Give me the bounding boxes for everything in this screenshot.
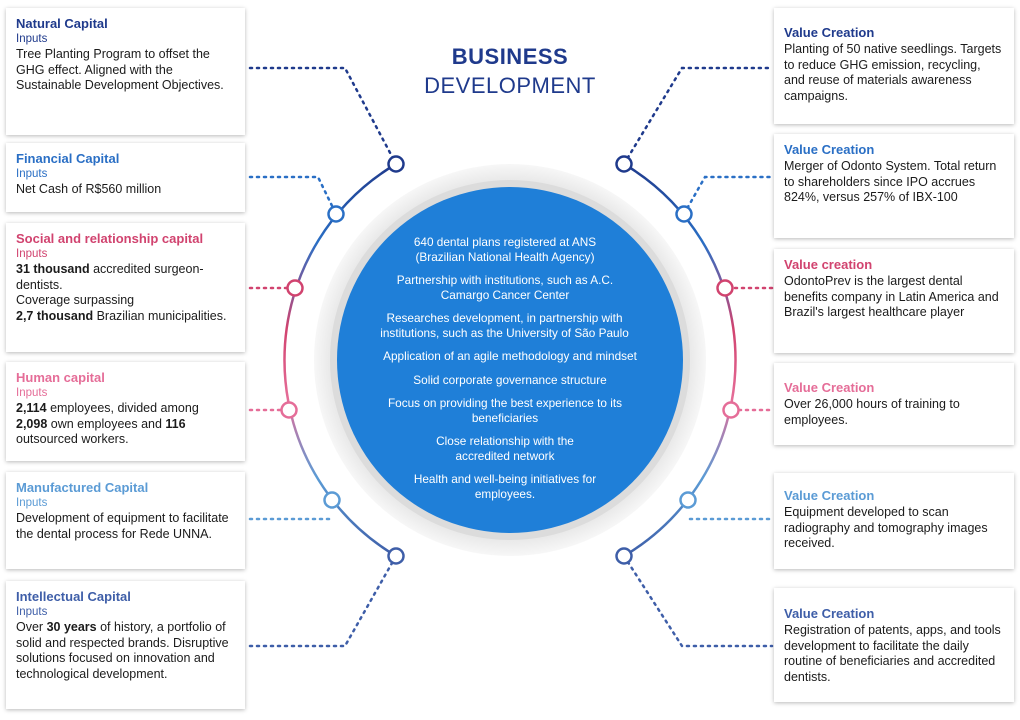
emphasis-text: 31 thousand [16,262,90,276]
emphasis-text: 2,7 thousand [16,308,94,323]
body-text: accredited surgeon-dentists. [16,262,204,292]
card-title: Intellectual Capital [16,589,131,604]
center-item: Close relationship with the accredited n… [436,434,574,463]
body-text: of history, a portfolio of solid and res… [16,620,229,681]
output-card-5: Value Creation Equipment developed to sc… [774,473,1014,569]
connector-natural [248,66,398,166]
card-title: Value Creation [784,25,875,40]
card-body: Equipment developed to scan radiography … [784,505,988,550]
body-text: Coverage surpassing [16,293,135,307]
connector-out-1 [622,66,774,166]
output-card-6: Value Creation Registration of patents, … [774,588,1014,702]
body-text: own employees and [47,416,166,431]
emphasis-text: 116 [165,416,186,431]
connector-out-2 [682,175,774,216]
body-text: Over [16,620,47,634]
card-subtitle: Inputs [16,497,48,509]
center-item: Partnership with institutions, such as A… [396,273,614,302]
center-item: Researches development, in partnership w… [380,311,629,340]
output-card-2: Value Creation Merger of Odonto System. … [774,134,1014,238]
output-card-3: Value creation OdontoPrev is the largest… [774,249,1014,353]
card-subtitle: Inputs [16,33,48,45]
center-circle: 640 dental plans registered at ANS (Braz… [337,187,683,533]
input-card-human: Human capital Inputs 2,114 employees, di… [6,362,245,461]
body-text: outsourced workers. [16,432,129,446]
card-body: Merger of Odonto System. Total return to… [784,159,997,204]
card-title: Natural Capital [16,16,108,31]
center-item: Health and well-being initiatives for em… [413,472,597,501]
card-body: Over 30 years of history, a portfolio of… [16,620,235,682]
card-body: Over 26,000 hours of training to employe… [784,397,960,427]
card-title: Value Creation [784,142,875,157]
input-card-social: Social and relationship capital Inputs 3… [6,223,245,352]
card-subtitle: Inputs [16,387,48,399]
emphasis-text: 30 years [46,620,97,634]
card-subtitle: Inputs [16,606,48,618]
card-body: 31 thousand accredited surgeon-dentists.… [16,262,235,324]
body-text: Development of equipment to facilitate t… [16,511,229,541]
node-financial [327,205,345,223]
node-out-4 [722,401,740,419]
card-title: Value Creation [784,380,875,395]
center-item: Application of an agile methodology and … [383,349,637,363]
output-card-1: Value Creation Planting of 50 native see… [774,8,1014,124]
node-out-1 [615,155,633,173]
card-title: Value Creation [784,606,875,621]
connector-intellectual [248,554,398,648]
card-title: Value Creation [784,488,875,503]
body-text: Tree Planting Program to offset the GHG … [16,47,224,92]
center-items: 640 dental plans registered at ANS (Braz… [367,235,653,510]
card-title: Human capital [16,370,105,385]
connector-out-6 [622,554,774,648]
title-line-1: BUSINESS [451,44,569,69]
node-out-2 [675,205,693,223]
diagram-title: BUSINESS DEVELOPMENT [400,44,620,99]
input-card-financial: Financial Capital Inputs Net Cash of R$5… [6,143,245,212]
node-social [286,279,304,297]
body-text: employees, divided among [46,401,199,415]
input-card-manufactured: Manufactured Capital Inputs Development … [6,472,245,569]
center-item: Focus on providing the best experience t… [387,396,623,425]
emphasis-text: 2,114 [16,401,47,415]
card-title: Value creation [784,257,873,272]
card-subtitle: Inputs [16,168,48,180]
node-human [280,401,298,419]
output-card-4: Value Creation Over 26,000 hours of trai… [774,363,1014,445]
card-body: OdontoPrev is the largest dental benefit… [784,274,999,319]
card-body: Net Cash of R$560 million [16,182,235,198]
card-subtitle: Inputs [16,248,48,260]
node-out-3 [716,279,734,297]
card-body: Tree Planting Program to offset the GHG … [16,47,235,94]
node-out-5 [679,491,697,509]
card-title: Manufactured Capital [16,480,149,495]
center-item: 640 dental plans registered at ANS (Braz… [413,235,597,264]
connector-financial [248,175,338,216]
card-body: 2,114 employees, divided among 2,098 own… [16,401,235,448]
body-text: Net Cash of R$560 million [16,182,162,196]
node-manufactured [323,491,341,509]
node-intellectual [387,547,405,565]
card-title: Social and relationship capital [16,231,204,246]
title-line-2: DEVELOPMENT [424,73,596,98]
card-title: Financial Capital [16,151,120,166]
input-card-intellectual: Intellectual Capital Inputs Over 30 year… [6,581,245,709]
node-natural [387,155,405,173]
card-body: Development of equipment to facilitate t… [16,511,235,542]
input-card-natural: Natural Capital Inputs Tree Planting Pro… [6,8,245,135]
node-out-6 [615,547,633,565]
emphasis-text: 2,098 [16,416,48,431]
center-item: Solid corporate governance structure [413,372,607,387]
card-body: Planting of 50 native seedlings. Targets… [784,42,1002,103]
body-text: Brazilian municipalities. [93,308,227,323]
card-body: Registration of patents, apps, and tools… [784,623,1001,684]
